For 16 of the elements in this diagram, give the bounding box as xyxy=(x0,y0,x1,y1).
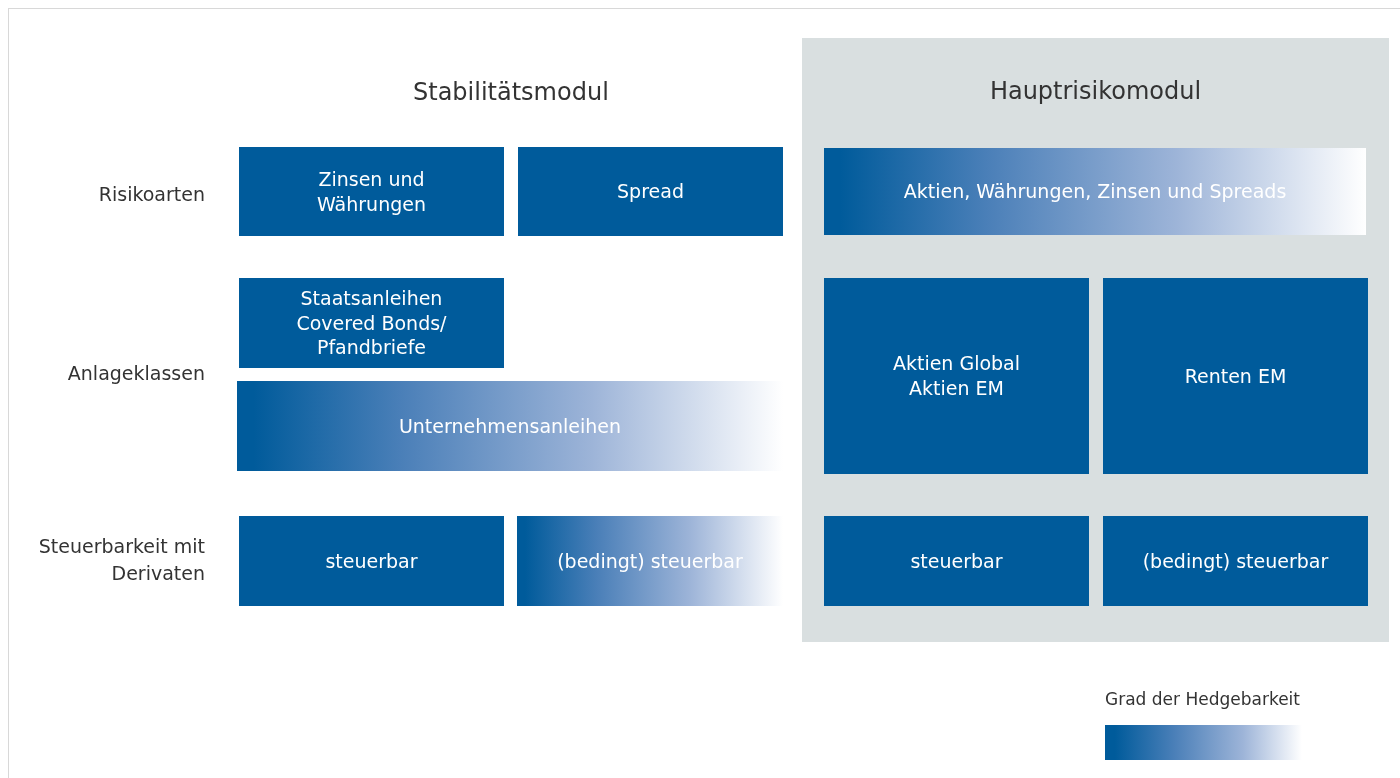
category-box: steuerbar xyxy=(824,516,1089,606)
category-box: Zinsen und Währungen xyxy=(239,147,504,236)
category-box: Aktien Global Aktien EM xyxy=(824,278,1089,474)
category-box: Renten EM xyxy=(1103,278,1368,474)
module-panel xyxy=(802,38,1389,642)
category-box: steuerbar xyxy=(239,516,504,606)
module-heading: Hauptrisikomodul xyxy=(988,76,1203,107)
row-label: Steuerbarkeit mit Derivaten xyxy=(37,534,205,586)
category-box: Aktien, Währungen, Zinsen und Spreads xyxy=(824,148,1366,235)
module-heading: Stabilitätsmodul xyxy=(413,77,609,108)
category-box: Spread xyxy=(518,147,783,236)
category-box: (bedingt) steuerbar xyxy=(1103,516,1368,606)
row-label: Risikoarten xyxy=(98,182,205,207)
category-box: Staatsanleihen Covered Bonds/ Pfandbriefe xyxy=(239,278,504,368)
row-label: Anlageklassen xyxy=(67,361,205,386)
legend-label: Grad der Hedgebarkeit xyxy=(1105,688,1300,711)
